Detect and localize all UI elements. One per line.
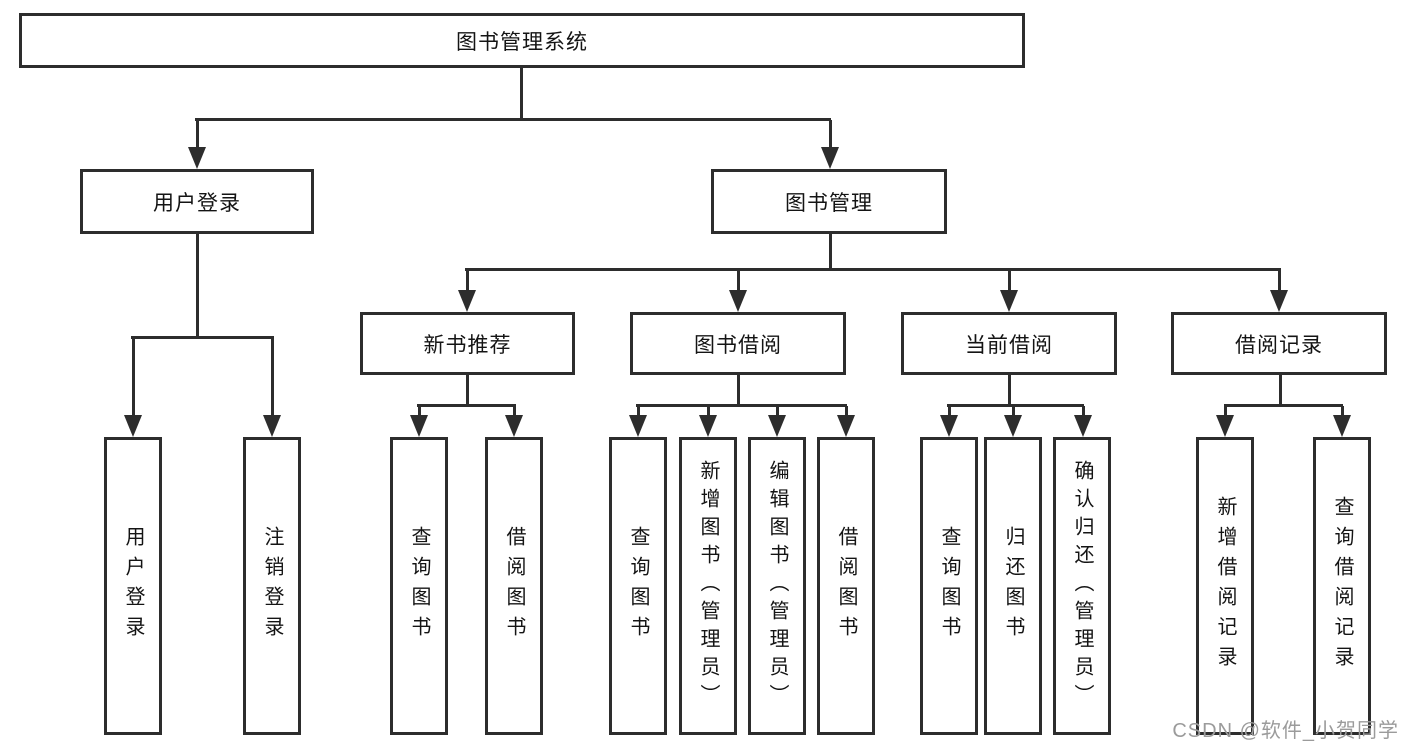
leaf-label: 注销登录	[261, 526, 283, 646]
arrowhead-new-book	[458, 290, 476, 312]
arrowhead-borrowing-records	[1270, 290, 1288, 312]
arrowhead-current-borrowing	[1000, 290, 1018, 312]
node-new-book-recommendation: 新书推荐	[360, 312, 575, 375]
watermark: CSDN @软件_小贺同学	[1172, 720, 1399, 742]
node-borrowing-records: 借阅记录	[1171, 312, 1387, 375]
node-user-login: 用户登录	[80, 169, 314, 234]
arrowhead	[699, 415, 717, 437]
leaf-label: 查询图书	[627, 526, 649, 646]
connector-drop	[776, 406, 779, 415]
leaf-add-borrow-record: 新增借阅记录	[1196, 437, 1254, 735]
leaf-label: 查询借阅记录	[1331, 496, 1353, 676]
connector-current-borrowing-bar	[947, 404, 1084, 407]
arrowhead	[768, 415, 786, 437]
node-label: 图书管理系统	[456, 30, 588, 54]
connector-drop	[1341, 406, 1344, 415]
connector-drop-new-book	[466, 270, 469, 290]
arrowhead	[505, 415, 523, 437]
leaf-label: 借阅图书	[503, 526, 525, 646]
leaf-confirm-return-admin: 确认归还（管理员）	[1053, 437, 1111, 735]
leaf-label: 新增借阅记录	[1214, 496, 1236, 676]
connector-drop	[637, 406, 640, 415]
node-book-management: 图书管理	[711, 169, 947, 234]
arrowhead	[629, 415, 647, 437]
connector-current-borrowing-stub	[1008, 375, 1011, 404]
leaf-borrow-books-recommendation: 借阅图书	[485, 437, 543, 735]
leaf-label: 用户登录	[122, 526, 144, 646]
node-label: 借阅记录	[1235, 333, 1323, 357]
leaf-label: 编辑图书（管理员）	[766, 460, 788, 712]
connector-level3-bar	[465, 268, 1281, 271]
connector-book-borrowing-stub	[737, 375, 740, 404]
connector-drop	[1224, 406, 1227, 415]
leaf-add-books-admin: 新增图书（管理员）	[679, 437, 737, 735]
arrowhead-book-management	[821, 147, 839, 169]
leaf-user-login: 用户登录	[104, 437, 162, 735]
leaf-label: 查询图书	[938, 526, 960, 646]
arrowhead	[1216, 415, 1234, 437]
connector-user-login-stub	[196, 234, 199, 336]
node-label: 图书管理	[785, 191, 873, 215]
connector-drop	[418, 406, 421, 415]
connector-book-borrowing-bar	[636, 404, 847, 407]
connector-drop-leaf-logout	[271, 338, 274, 415]
leaf-label: 确认归还（管理员）	[1071, 460, 1093, 712]
connector-new-book-stub	[466, 375, 469, 404]
node-book-borrowing: 图书借阅	[630, 312, 846, 375]
connector-drop-current-borrowing	[1008, 270, 1011, 290]
arrowhead	[410, 415, 428, 437]
connector-drop-user-login	[196, 120, 199, 147]
node-label: 当前借阅	[965, 333, 1053, 357]
connector-drop	[707, 406, 710, 415]
leaf-query-borrow-record: 查询借阅记录	[1313, 437, 1371, 735]
leaf-query-books-recommendation: 查询图书	[390, 437, 448, 735]
connector-user-login-bar	[131, 336, 274, 339]
leaf-label: 归还图书	[1002, 526, 1024, 646]
leaf-borrow-books-borrowing: 借阅图书	[817, 437, 875, 735]
leaf-return-books: 归还图书	[984, 437, 1042, 735]
leaf-query-books-borrowing: 查询图书	[609, 437, 667, 735]
connector-book-management-stub	[829, 234, 832, 268]
leaf-edit-books-admin: 编辑图书（管理员）	[748, 437, 806, 735]
connector-drop-leaf-login	[132, 338, 135, 415]
arrowhead	[837, 415, 855, 437]
arrowhead-leaf-login	[124, 415, 142, 437]
arrowhead-leaf-logout	[263, 415, 281, 437]
leaf-label: 借阅图书	[835, 526, 857, 646]
connector-drop	[948, 406, 951, 415]
arrowhead	[1333, 415, 1351, 437]
leaf-logout: 注销登录	[243, 437, 301, 735]
connector-borrowing-records-stub	[1279, 375, 1282, 404]
connector-level1-bar	[195, 118, 831, 121]
node-label: 图书借阅	[694, 333, 782, 357]
connector-drop-book-management	[829, 120, 832, 147]
node-label: 新书推荐	[423, 333, 512, 357]
connector-drop-book-borrowing	[737, 270, 740, 290]
arrowhead-user-login	[188, 147, 206, 169]
connector-new-book-bar	[417, 404, 516, 407]
leaf-label: 查询图书	[408, 526, 430, 646]
node-library-management-system: 图书管理系统	[19, 13, 1025, 68]
leaf-query-books-current: 查询图书	[920, 437, 978, 735]
connector-root-stub	[520, 68, 523, 119]
connector-drop	[1082, 406, 1085, 415]
arrowhead	[1074, 415, 1092, 437]
node-label: 用户登录	[153, 191, 241, 215]
leaf-label: 新增图书（管理员）	[697, 460, 719, 712]
connector-drop	[1012, 406, 1015, 415]
node-current-borrowing: 当前借阅	[901, 312, 1117, 375]
connector-borrowing-records-bar	[1224, 404, 1343, 407]
arrowhead	[940, 415, 958, 437]
connector-drop	[845, 406, 848, 415]
connector-drop-borrowing-records	[1278, 270, 1281, 290]
connector-drop	[513, 406, 516, 415]
arrowhead	[1004, 415, 1022, 437]
arrowhead-book-borrowing	[729, 290, 747, 312]
